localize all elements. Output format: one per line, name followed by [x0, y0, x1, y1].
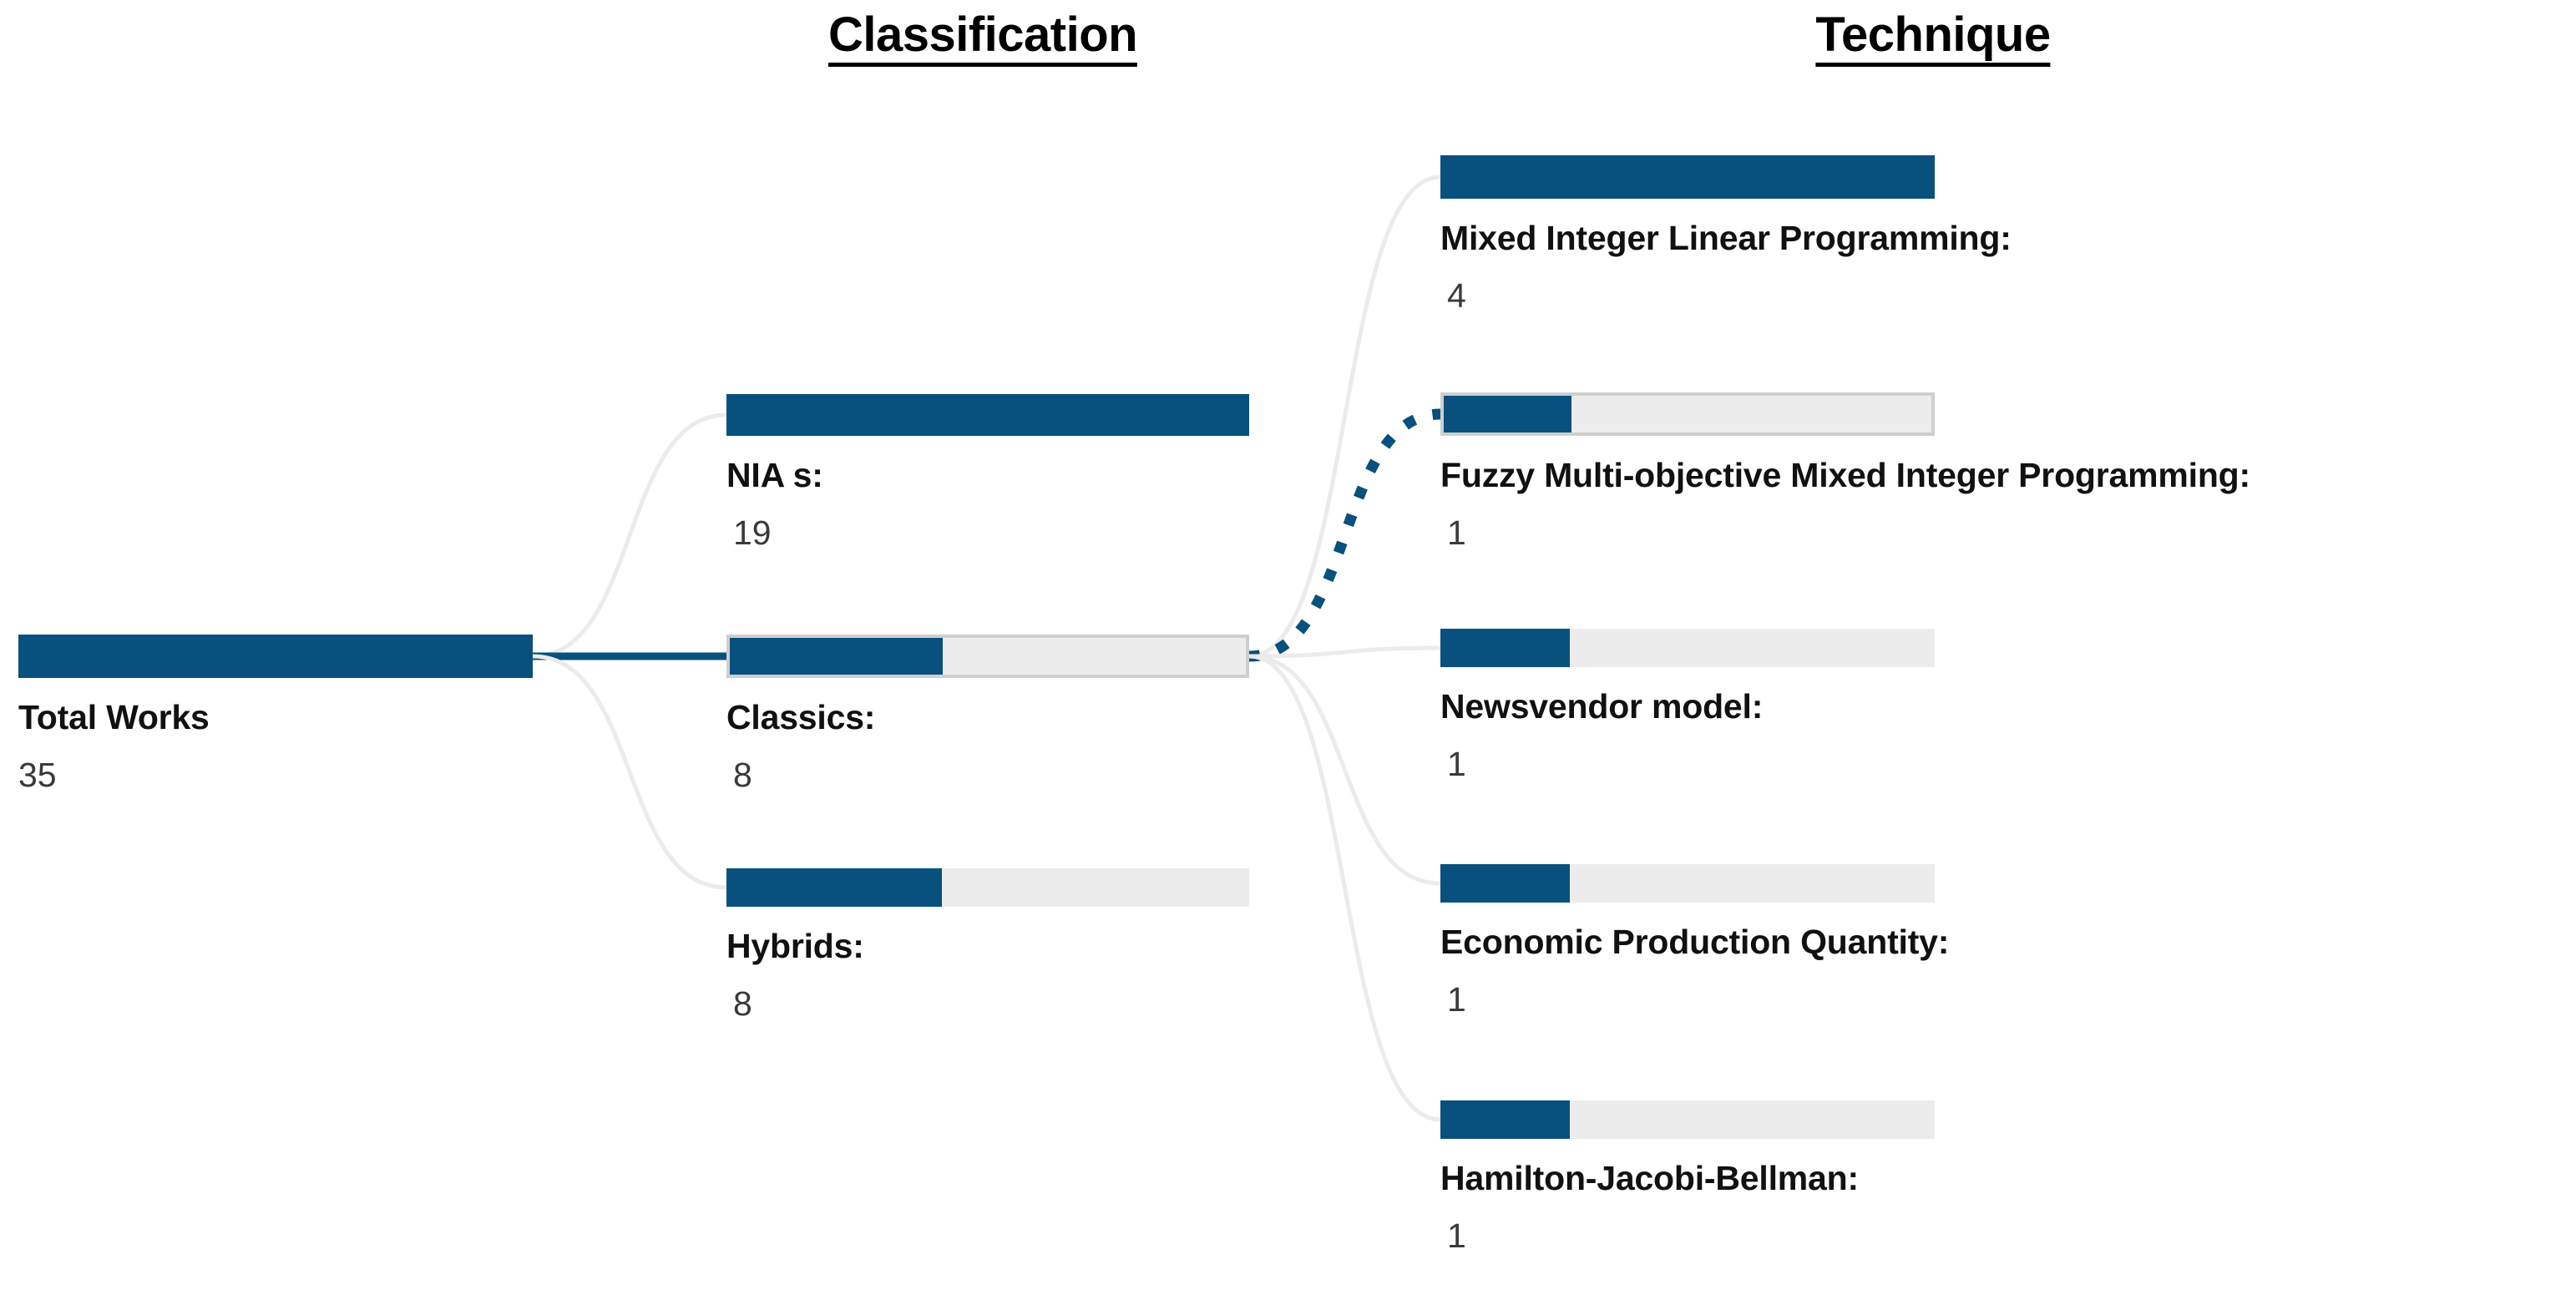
node-bar-classification-2[interactable] [726, 868, 1249, 907]
node-bar-fill [1440, 864, 1571, 903]
node-bar-technique-0[interactable] [1440, 155, 1935, 199]
node-label: Classics: [726, 698, 876, 736]
node-value: 1 [1447, 980, 1466, 1019]
node-label: Hybrids: [726, 927, 864, 965]
node-bar-classification-0[interactable] [726, 394, 1249, 436]
node-total-works[interactable]: Total Works 35 [18, 635, 533, 793]
node-bar-technique-2[interactable] [1440, 629, 1935, 667]
node-value: 1 [1447, 1216, 1466, 1256]
link-level2-4 [1248, 654, 1441, 1122]
node-value: 1 [1447, 513, 1466, 553]
column-header-technique-text: Technique [1815, 11, 2051, 67]
node-bar-fill [1440, 155, 1935, 199]
column-header-technique: Technique [1815, 7, 2051, 67]
link-level2-3 [1248, 654, 1441, 886]
node-bar-technique-3[interactable] [1440, 864, 1935, 903]
node-bar-fill [1444, 396, 1571, 432]
column-header-classification-text: Classification [827, 11, 1138, 67]
link-level1-2 [532, 654, 727, 890]
node-bar-classification-1[interactable] [726, 635, 1249, 678]
node-value: 1 [1447, 745, 1466, 784]
node-label: Economic Production Quantity: [1440, 923, 1950, 961]
node-bar-fill [726, 394, 1249, 436]
node-technique-0[interactable]: Mixed Integer Linear Programming: 4 [1440, 155, 2012, 314]
node-classification-0[interactable]: NIA s: 19 [726, 394, 1249, 551]
node-bar-technique-1[interactable] [1440, 392, 1935, 436]
node-value: 8 [733, 984, 752, 1024]
node-label: NIA s: [726, 456, 823, 494]
node-bar-fill [1440, 629, 1571, 667]
node-technique-2[interactable]: Newsvendor model: 1 [1440, 629, 1935, 782]
node-bar-total-works[interactable] [18, 635, 533, 678]
node-bar-fill [730, 638, 943, 675]
link-level1-0 [532, 412, 727, 659]
link-level2-2 [1248, 645, 1441, 659]
node-classification-2[interactable]: Hybrids: 8 [726, 868, 1249, 1022]
node-label: Total Works [18, 698, 210, 736]
node-bar-fill [726, 868, 942, 907]
node-technique-3[interactable]: Economic Production Quantity: 1 [1440, 864, 1949, 1018]
node-classification-1[interactable]: Classics: 8 [726, 635, 1249, 793]
node-technique-4[interactable]: Hamilton-Jacobi-Bellman: 1 [1440, 1100, 1935, 1254]
node-label: Hamilton-Jacobi-Bellman: [1440, 1159, 1859, 1197]
node-label: Newsvendor model: [1440, 687, 1764, 726]
node-value: 35 [18, 756, 57, 795]
node-bar-fill [1440, 1100, 1571, 1139]
node-label: Mixed Integer Linear Programming: [1440, 219, 2012, 257]
node-bar-technique-4[interactable] [1440, 1100, 1935, 1139]
node-technique-1[interactable]: Fuzzy Multi-objective Mixed Integer Prog… [1440, 392, 2250, 551]
node-value: 4 [1447, 276, 1466, 316]
node-value: 19 [733, 513, 772, 553]
node-bar-fill [18, 635, 533, 678]
column-header-classification: Classification [827, 7, 1138, 67]
node-value: 8 [733, 756, 752, 795]
link-level2-0 [1248, 174, 1441, 659]
node-label: Fuzzy Multi-objective Mixed Integer Prog… [1440, 456, 2250, 494]
link-level2-1 [1248, 408, 1441, 662]
